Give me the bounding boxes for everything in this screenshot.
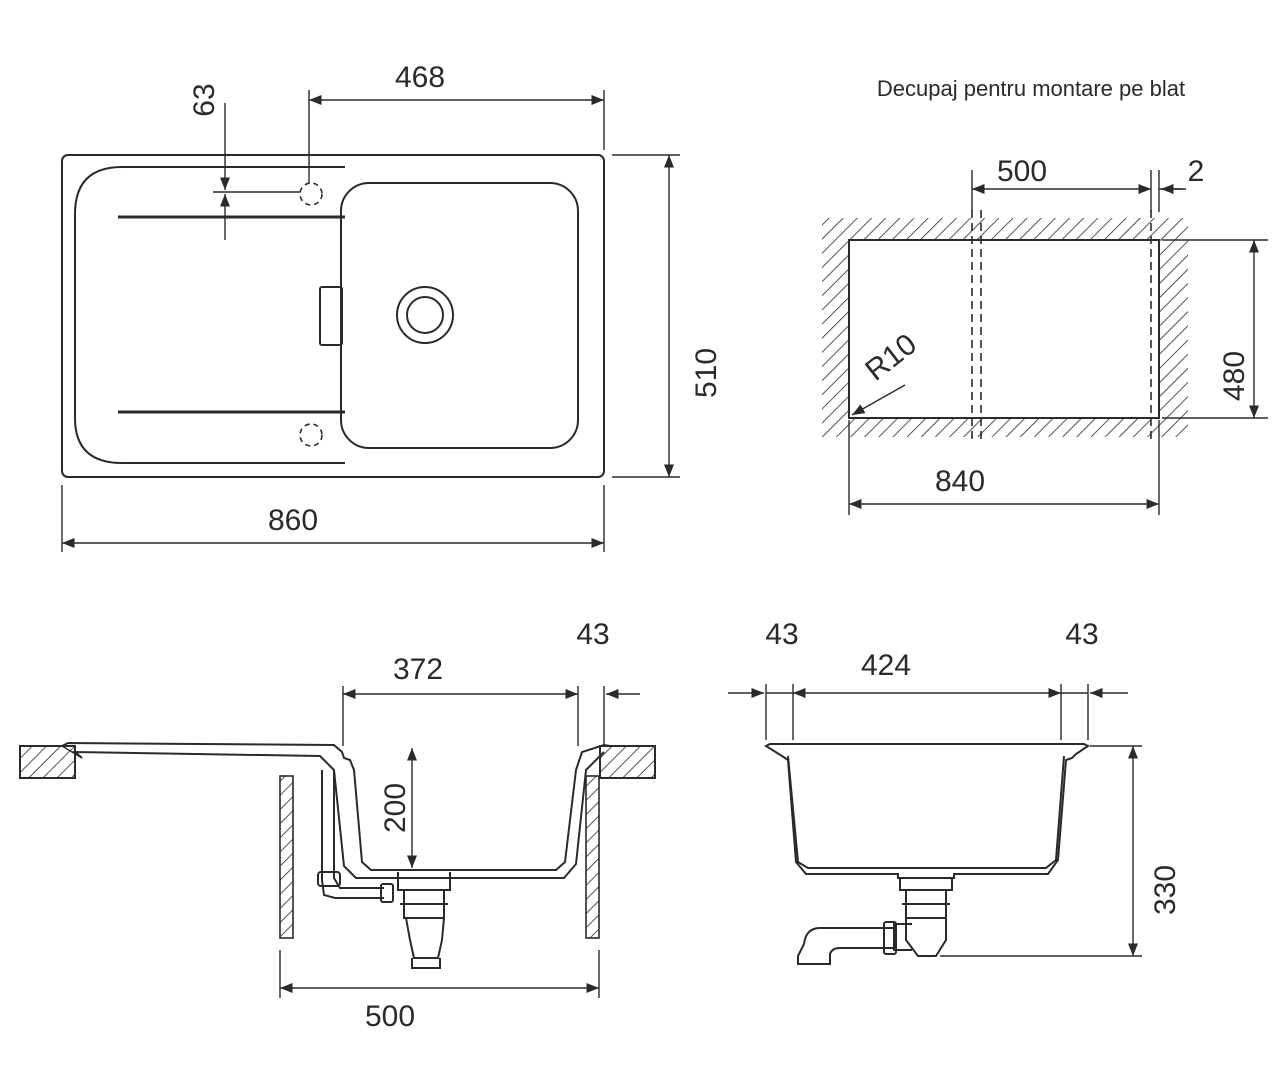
countertop-right [599, 745, 656, 779]
tap-hole-bottom [299, 423, 323, 447]
cutout-title: Decupaj pentru montare pe blat [877, 76, 1185, 101]
cabinet-wall-left [279, 775, 294, 939]
dim-43-side: 43 [576, 618, 609, 651]
drain-trap [405, 917, 445, 969]
dim-468: 468 [395, 61, 445, 94]
overflow-pipe [321, 770, 384, 899]
sink-profile [61, 741, 611, 871]
side-section-view: 372 43 200 500 [19, 618, 656, 1033]
cabinet-wall-right [585, 775, 600, 939]
front-trap [893, 918, 947, 957]
dim-2: 2 [1188, 155, 1205, 188]
bowl-outline [340, 182, 579, 449]
countertop-left [19, 745, 76, 779]
overflow-union [317, 871, 341, 887]
dim-424: 424 [861, 649, 911, 682]
drainboard-outline [74, 166, 345, 464]
bowl-profile-inner [787, 755, 1065, 869]
dim-840: 840 [935, 465, 985, 498]
drain-inner [406, 296, 444, 334]
dim-330: 330 [1149, 865, 1182, 915]
dim-500-side: 500 [365, 1000, 415, 1033]
overflow-slot [319, 286, 343, 346]
bowl-profile-outer [763, 743, 1090, 879]
dim-200: 200 [379, 783, 412, 833]
dim-510: 510 [690, 348, 723, 398]
dim-860: 860 [268, 504, 318, 537]
drain-outer [396, 286, 454, 344]
cutout-rect [848, 239, 1160, 419]
cutout-view: Decupaj pentru montare pe blat 500 2 R10… [822, 76, 1268, 515]
dim-480: 480 [1218, 351, 1251, 401]
front-outlet-pipe [797, 927, 894, 965]
dim-43-front-left: 43 [765, 618, 798, 651]
front-section-view: 43 424 43 330 [728, 618, 1182, 965]
dim-500-cutout: 500 [997, 155, 1047, 188]
dim-63: 63 [188, 83, 221, 116]
sink-outline [61, 154, 605, 478]
top-view: 63 468 510 860 [61, 61, 723, 552]
front-drain [899, 878, 953, 919]
drain-body [397, 872, 451, 919]
front-outlet-nut [883, 921, 897, 955]
dim-372: 372 [393, 653, 443, 686]
tap-hole-top [299, 182, 323, 206]
dim-43-front-right: 43 [1065, 618, 1098, 651]
overflow-nut [380, 883, 394, 903]
